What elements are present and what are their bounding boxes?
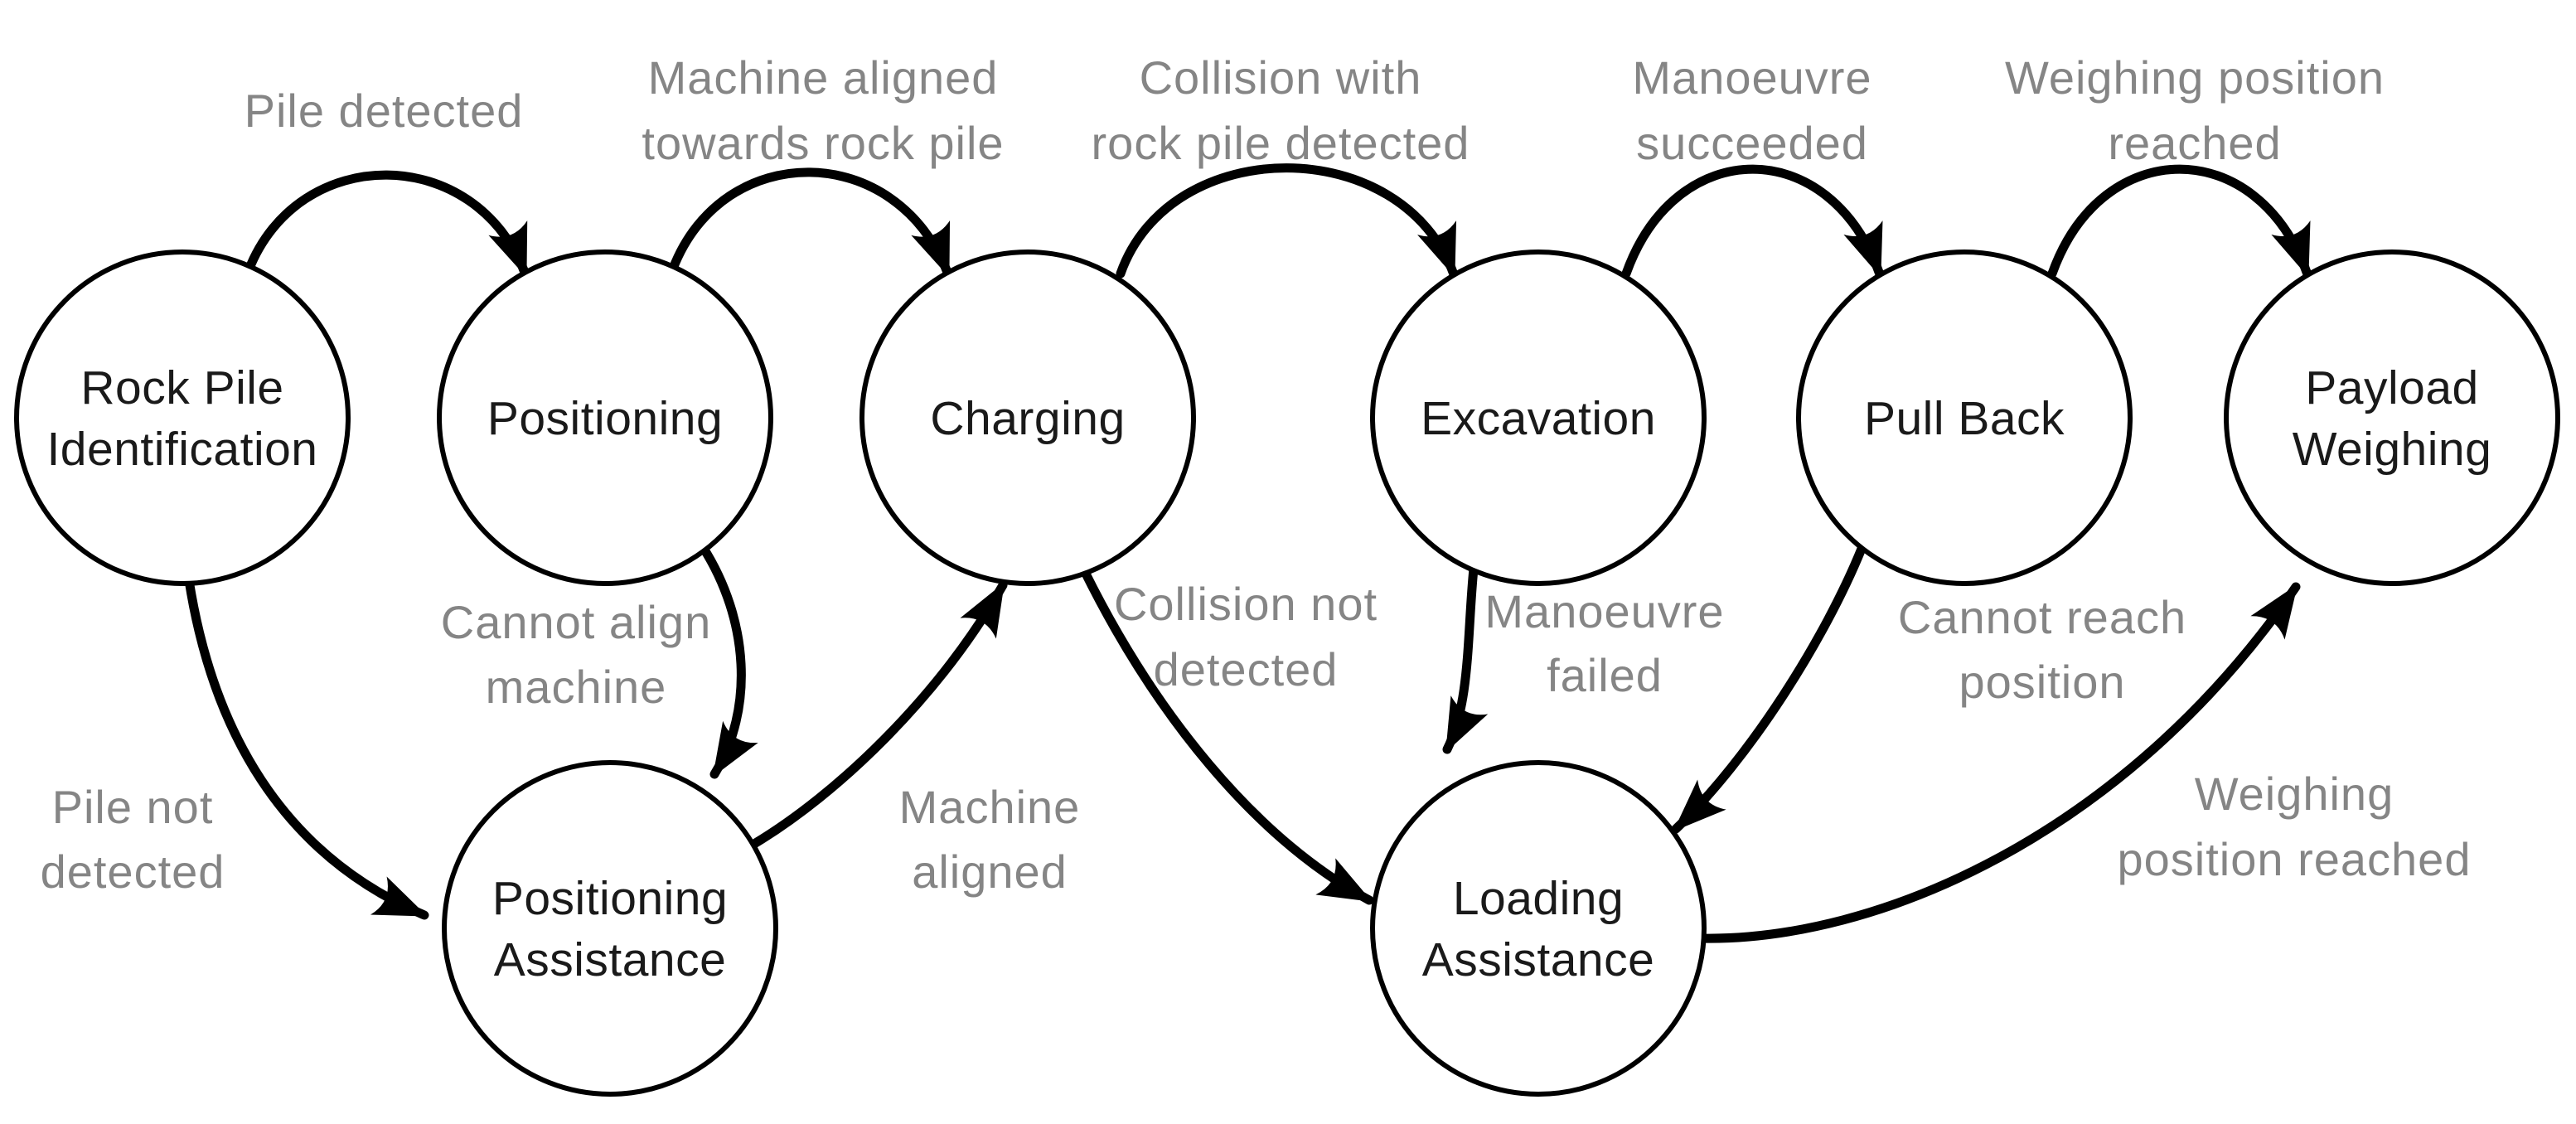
state-rock-pile-identification-circle bbox=[14, 250, 351, 586]
state-positioning-circle bbox=[437, 250, 773, 586]
state-charging: Charging bbox=[859, 250, 1196, 586]
transition-weighing-position-reached-2-arrow bbox=[1696, 582, 2301, 943]
transition-collision-with-rock-pile-detected-arrow bbox=[1116, 163, 1459, 279]
state-loading-assistance-circle bbox=[1370, 760, 1707, 1097]
state-label-line: Positioning bbox=[492, 872, 728, 925]
transitions-layer bbox=[184, 163, 2312, 943]
transition-label-line: position bbox=[1959, 656, 2125, 708]
transition-label-line: detected bbox=[1154, 643, 1339, 695]
transition-label-line: failed bbox=[1547, 649, 1663, 701]
transition-weighing-position-reached-2 bbox=[1696, 582, 2301, 943]
transition-cannot-reach-position-label: Cannot reach position bbox=[1898, 591, 2186, 708]
transition-label-line: Weighing position bbox=[2005, 51, 2385, 104]
transition-machine-aligned-towards-rock-pile-label: Machine aligned towards rock pile bbox=[642, 51, 1004, 169]
transition-pile-not-detected-arrow bbox=[184, 575, 429, 920]
transition-label-line: machine bbox=[486, 661, 667, 713]
transition-label-line: Collision not bbox=[1114, 578, 1378, 630]
transition-label-line: succeeded bbox=[1636, 117, 1868, 169]
transition-machine-aligned-arrow bbox=[749, 580, 1008, 849]
transition-label-line: position reached bbox=[2118, 833, 2472, 885]
transition-weighing-position-reached-arrow bbox=[2047, 164, 2312, 279]
transition-cannot-align-machine bbox=[698, 542, 758, 779]
transition-label-line: Manoeuvre bbox=[1632, 51, 1871, 104]
state-label-line: Payload bbox=[2305, 361, 2479, 414]
state-label-line: Assistance bbox=[1422, 933, 1655, 986]
state-label-line: Weighing bbox=[2293, 423, 2492, 476]
transition-pile-detected-label: Pile detected bbox=[245, 85, 524, 137]
transition-cannot-reach-position-arrow bbox=[1671, 544, 1867, 834]
state-pull-back: Pull Back bbox=[1796, 250, 2133, 586]
transition-pile-not-detected bbox=[184, 575, 429, 920]
state-label-line: Assistance bbox=[494, 933, 727, 986]
state-pull-back-circle bbox=[1796, 250, 2133, 586]
transition-label-line: Weighing bbox=[2195, 768, 2394, 820]
transition-pile-detected bbox=[244, 170, 530, 279]
transition-collision-not-detected-arrow bbox=[1079, 565, 1374, 905]
state-label-line: Loading bbox=[1453, 872, 1624, 925]
state-excavation-label: Excavation bbox=[1421, 392, 1656, 445]
transition-collision-not-detected-label: Collision not detected bbox=[1114, 578, 1378, 695]
transition-collision-with-rock-pile-detected-label: Collision with rock pile detected bbox=[1092, 51, 1470, 169]
transition-label-line: Manoeuvre bbox=[1484, 585, 1724, 637]
transition-manoeuvre-succeeded bbox=[1621, 164, 1885, 279]
transition-collision-with-rock-pile-detected bbox=[1116, 163, 1459, 279]
transition-manoeuvre-failed bbox=[1442, 564, 1489, 754]
transition-machine-aligned-label: Machine aligned bbox=[899, 781, 1081, 898]
state-label-line: Pull Back bbox=[1864, 392, 2065, 445]
transition-cannot-reach-position bbox=[1671, 544, 1867, 834]
transition-cannot-align-machine-arrow bbox=[698, 542, 758, 779]
transition-machine-aligned bbox=[749, 580, 1008, 849]
state-excavation: Excavation bbox=[1370, 250, 1707, 586]
transition-label-line: rock pile detected bbox=[1092, 117, 1470, 169]
transition-cannot-align-machine-label: Cannot align machine bbox=[441, 596, 711, 713]
state-positioning: Positioning bbox=[437, 250, 773, 586]
transition-label-line: Cannot align bbox=[441, 596, 711, 648]
state-excavation-circle bbox=[1370, 250, 1707, 586]
state-label-line: Rock Pile bbox=[80, 361, 283, 414]
state-charging-circle bbox=[859, 250, 1196, 586]
transition-machine-aligned-towards-rock-pile bbox=[668, 167, 953, 279]
transition-label-line: reached bbox=[2108, 117, 2281, 169]
transition-collision-not-detected bbox=[1079, 565, 1374, 905]
state-payload-weighing-circle bbox=[2224, 250, 2560, 586]
transition-weighing-position-reached-label: Weighing position reached bbox=[2005, 51, 2385, 169]
transition-manoeuvre-failed-label: Manoeuvre failed bbox=[1484, 585, 1724, 701]
transition-label-line: Collision with bbox=[1140, 51, 1422, 104]
transition-label-line: Cannot reach bbox=[1898, 591, 2186, 643]
state-positioning-label: Positioning bbox=[487, 392, 723, 445]
transition-label-line: detected bbox=[41, 845, 225, 898]
transition-pile-detected-arrow bbox=[244, 170, 530, 279]
transition-weighing-position-reached-2-label: Weighing position reached bbox=[2118, 768, 2472, 885]
transition-weighing-position-reached bbox=[2047, 164, 2312, 279]
transition-machine-aligned-towards-rock-pile-arrow bbox=[668, 167, 953, 279]
transition-manoeuvre-succeeded-label: Manoeuvre succeeded bbox=[1632, 51, 1871, 169]
state-label-line: Identification bbox=[46, 423, 317, 476]
state-positioning-assistance-circle bbox=[442, 760, 778, 1097]
transition-label-line: Machine bbox=[899, 781, 1081, 833]
transition-label-line: aligned bbox=[912, 845, 1068, 898]
state-label-line: Positioning bbox=[487, 392, 723, 445]
transition-label-line: Pile not bbox=[52, 781, 214, 833]
transition-label-line: Machine aligned bbox=[648, 51, 999, 104]
state-pull-back-label: Pull Back bbox=[1864, 392, 2065, 445]
state-label-line: Charging bbox=[930, 392, 1125, 445]
transition-label-line: Pile detected bbox=[245, 85, 524, 137]
transition-pile-not-detected-label: Pile not detected bbox=[41, 781, 225, 898]
state-charging-label: Charging bbox=[930, 392, 1125, 445]
transition-manoeuvre-succeeded-arrow bbox=[1621, 164, 1885, 279]
transition-label-line: towards rock pile bbox=[642, 117, 1004, 169]
transition-manoeuvre-failed-arrow bbox=[1442, 564, 1489, 754]
state-label-line: Excavation bbox=[1421, 392, 1656, 445]
